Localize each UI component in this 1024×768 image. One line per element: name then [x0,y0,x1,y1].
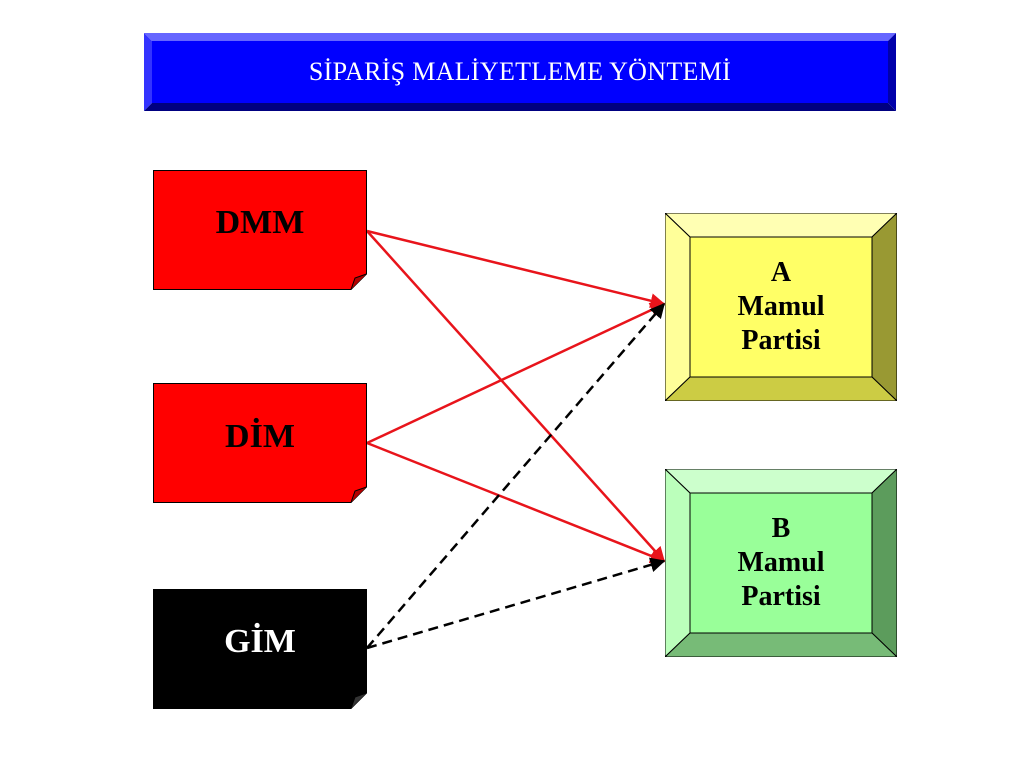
arrow-dmm-to-b [366,230,666,563]
product-a-line1: Mamul [737,291,825,322]
product-label-b: B Mamul Partisi [690,493,872,633]
product-box-a-bevel [665,213,897,401]
cost-box-dim-shape [153,383,367,503]
product-box-b: B Mamul Partisi [665,469,897,657]
arrow-gim-to-a [366,302,665,649]
product-a-line2: Partisi [741,325,821,356]
product-b-line2: Partisi [741,581,821,612]
page-title: SİPARİŞ MALİYETLEME YÖNTEMİ [308,57,732,86]
product-b-line1: Mamul [737,547,825,578]
cost-box-dmm: DMM [153,170,367,290]
arrow-gim-to-b [366,557,666,650]
cost-label-dmm: DMM [215,204,305,241]
arrow-dim-to-a [366,302,666,445]
product-box-a: A Mamul Partisi [665,213,897,401]
cost-box-dmm-shape [153,170,367,290]
title-banner: SİPARİŞ MALİYETLEME YÖNTEMİ [144,33,896,111]
arrow-dim-to-b [366,441,666,563]
cost-label-gim: GİM [224,623,296,660]
title-banner-frame [144,33,896,111]
product-label-a: A Mamul Partisi [690,237,872,377]
product-box-b-bevel [665,469,897,657]
product-b-letter: B [771,513,791,544]
cost-box-gim-shape [153,589,367,709]
cost-box-dim: DİM [153,383,367,503]
cost-box-gim: GİM [153,589,367,709]
cost-label-dim: DİM [225,418,295,455]
product-a-letter: A [770,257,792,288]
arrow-dmm-to-a [366,229,666,309]
